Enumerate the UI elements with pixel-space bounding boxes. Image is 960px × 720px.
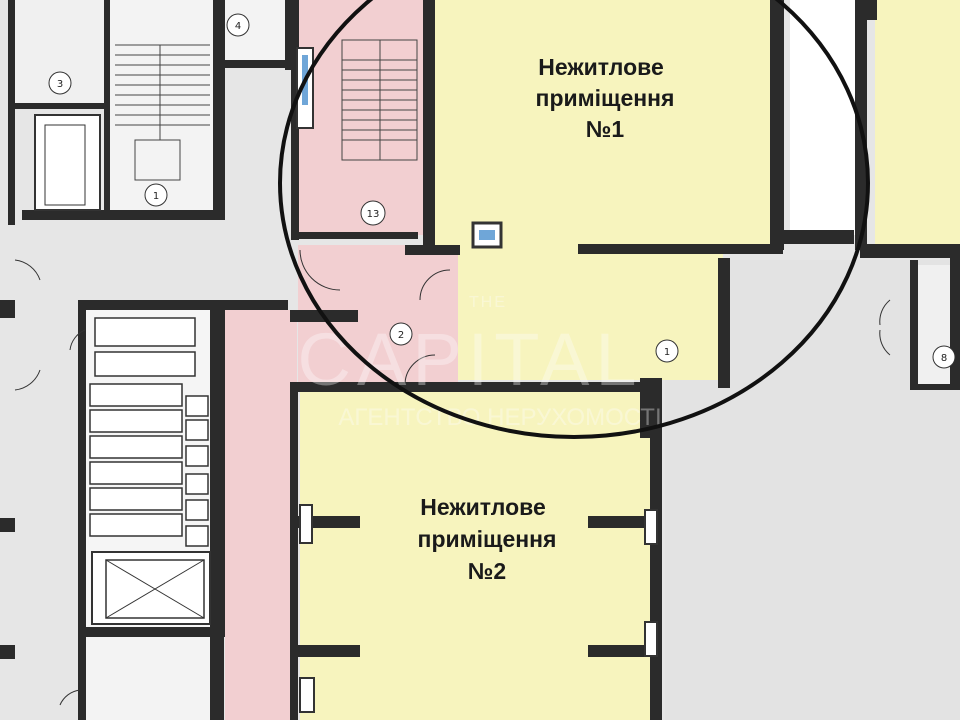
commercial-2-line2: приміщення xyxy=(418,526,557,552)
stairs-13-icon xyxy=(341,39,418,161)
stairs-icon xyxy=(115,44,210,181)
watermark-line3: АГЕНТСТВО НЕРУХОМОСТІ xyxy=(338,404,661,431)
room-number-3: 3 xyxy=(57,79,63,90)
lift-shaft-icon xyxy=(34,114,101,211)
commercial-2-line1: Нежитлове xyxy=(420,494,546,520)
public-corridor xyxy=(225,310,297,720)
elevator-icon xyxy=(91,551,211,625)
room-number-4: 4 xyxy=(235,21,241,32)
columns xyxy=(296,47,658,713)
highlight-circle xyxy=(278,0,870,439)
lower-service-room xyxy=(85,635,215,720)
room-number-2: 2 xyxy=(398,330,404,341)
room-number-13: 13 xyxy=(367,209,380,220)
commercial-room-2 xyxy=(300,392,655,720)
room-number-1-stair: 1 xyxy=(153,191,159,202)
commercial-room-1-annex xyxy=(458,250,723,380)
commercial-room-3 xyxy=(875,0,960,245)
commercial-1-line1: Нежитлове xyxy=(538,54,664,80)
watermark-line2: CAPITAL xyxy=(298,318,643,401)
commercial-2-line3: №2 xyxy=(468,558,506,584)
agency-watermark: THE CAPITAL АГЕНТСТВО НЕРУХОМОСТІ xyxy=(298,294,662,431)
watermark-line1: THE xyxy=(469,294,507,311)
doors xyxy=(14,249,891,706)
commercial-room-1 xyxy=(435,0,777,250)
commercial-2-label: Нежитлове приміщення №2 xyxy=(418,494,557,584)
commercial-1-line2: приміщення xyxy=(536,85,675,111)
room-number-markers: 3 4 1 13 2 1 8 xyxy=(48,13,956,369)
storage-cells xyxy=(89,317,209,547)
commercial-1-line3: №1 xyxy=(586,116,625,142)
shaft-room xyxy=(790,0,860,235)
room-number-1-unit: 1 xyxy=(664,347,670,358)
room-number-8: 8 xyxy=(941,353,947,364)
commercial-1-label: Нежитлове приміщення №1 xyxy=(536,54,675,142)
stair-13 xyxy=(298,0,423,235)
